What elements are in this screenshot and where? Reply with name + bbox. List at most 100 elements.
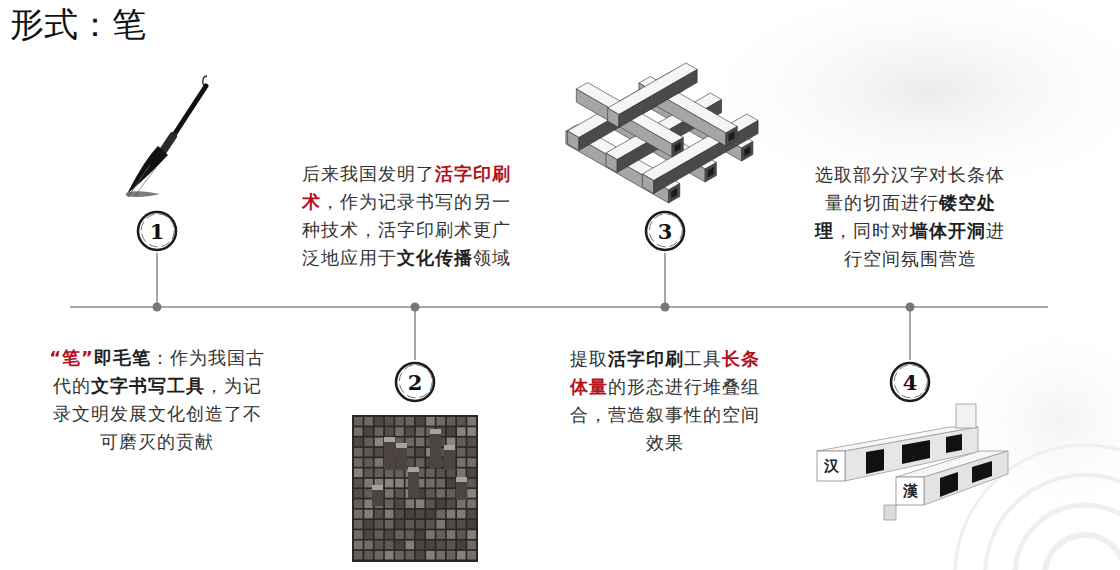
- type-block: [416, 438, 425, 447]
- raised-type: [396, 443, 407, 470]
- raised-type: [372, 485, 383, 506]
- type-face: [430, 429, 441, 434]
- ink-ring: [891, 363, 929, 401]
- type-block: [467, 520, 476, 529]
- ink-ring-echo: [141, 214, 174, 247]
- type-block: [457, 469, 466, 478]
- type-block: [447, 541, 456, 550]
- timeline-stem: [664, 253, 666, 303]
- type-block: [416, 499, 425, 508]
- emphasis-run: 活字印刷: [608, 348, 684, 369]
- timeline-dot: [411, 303, 420, 312]
- type-block: [385, 551, 394, 560]
- type-block: [364, 510, 373, 519]
- type-block: [385, 417, 394, 426]
- type-block: [406, 530, 415, 539]
- type-block: [364, 551, 373, 560]
- timeline: [70, 306, 1048, 308]
- type-block: [385, 499, 394, 508]
- type-block: [375, 520, 384, 529]
- type-block: [457, 510, 466, 519]
- beam-face: [608, 108, 619, 128]
- beam-face: [729, 131, 735, 142]
- type-block: [426, 417, 435, 426]
- type-block: [436, 520, 445, 529]
- type-block: [457, 551, 466, 560]
- type-block: [426, 499, 435, 508]
- type-block: [457, 499, 466, 508]
- raised-type: [444, 445, 455, 470]
- raised-type: [430, 429, 441, 468]
- label-box: 后来我国发明了活字印刷术，作为记录书写的另一种技术，活字印刷术更广泛地应用于文化…: [302, 160, 524, 272]
- type-block: [436, 489, 445, 498]
- type-block: [447, 479, 456, 488]
- type-face: [408, 467, 419, 472]
- type-block: [364, 479, 373, 488]
- type-block: [385, 530, 394, 539]
- type-block: [354, 489, 363, 498]
- bar-post: [956, 404, 976, 428]
- type-block: [457, 438, 466, 447]
- type-block: [467, 499, 476, 508]
- timeline-dot: [906, 303, 915, 312]
- beam-face: [742, 142, 753, 162]
- step-number-circle: 4: [889, 361, 931, 403]
- type-block: [416, 510, 425, 519]
- type-block: [426, 541, 435, 550]
- type-block: [467, 458, 476, 467]
- ink-ring-echo: [894, 365, 927, 398]
- type-block: [416, 458, 425, 467]
- beam-face: [672, 138, 683, 158]
- ink-ring: [646, 212, 684, 250]
- type-block: [457, 427, 466, 436]
- text-run: 汉: [824, 457, 839, 475]
- type-block: [436, 469, 445, 478]
- type-block: [436, 551, 445, 560]
- type-block: [354, 520, 363, 529]
- type-block: [375, 530, 384, 539]
- type-block: [447, 520, 456, 529]
- type-block: [406, 551, 415, 560]
- emphasis-run: 即毛笔: [94, 347, 151, 368]
- type-block: [385, 510, 394, 519]
- type-block: [436, 510, 445, 519]
- type-block: [395, 551, 404, 560]
- type-face: [396, 443, 407, 448]
- type-block: [467, 469, 476, 478]
- brush-illustration: [126, 76, 207, 197]
- perforated-bars-illustration: [817, 404, 1008, 520]
- type-block: [426, 469, 435, 478]
- type-block: [354, 530, 363, 539]
- description-text: 选取部分汉字对长条体量的切面进行镂空处理，同时对墙体开洞进行空间氛围营造: [810, 161, 1010, 273]
- type-block: [436, 417, 445, 426]
- type-block: [354, 438, 363, 447]
- type-column: [444, 448, 455, 470]
- type-block: [354, 469, 363, 478]
- type-block: [447, 417, 456, 426]
- ink-ring: [396, 363, 434, 401]
- brush-handle: [172, 86, 206, 138]
- type-block: [364, 541, 373, 550]
- timeline-dot: [661, 303, 670, 312]
- text-run: 漢: [903, 482, 918, 500]
- text-run: ，同时对: [834, 220, 910, 241]
- type-block: [447, 499, 456, 508]
- type-block: [375, 448, 384, 457]
- type-block: [467, 541, 476, 550]
- type-block: [447, 530, 456, 539]
- type-block: [375, 551, 384, 560]
- type-block: [406, 541, 415, 550]
- type-block: [436, 530, 445, 539]
- type-block: [375, 417, 384, 426]
- type-block: [426, 510, 435, 519]
- type-block: [354, 510, 363, 519]
- beam-face: [642, 174, 653, 194]
- type-column: [396, 446, 407, 470]
- bar-opening: [902, 440, 930, 464]
- beam-face: [568, 131, 579, 151]
- raised-type: [408, 467, 419, 498]
- type-block: [467, 417, 476, 426]
- type-block: [406, 499, 415, 508]
